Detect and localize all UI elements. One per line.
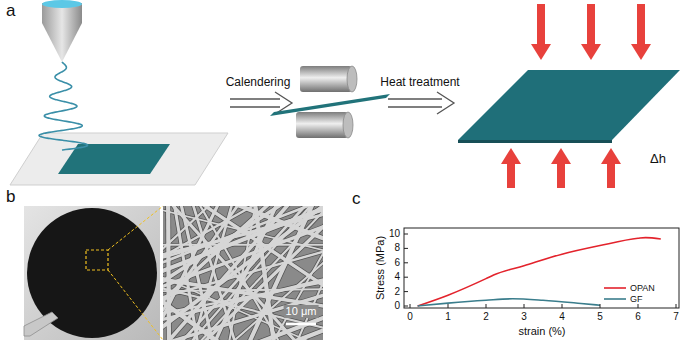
plot-frame bbox=[404, 228, 679, 308]
fiber bbox=[222, 206, 323, 340]
scale-bar bbox=[286, 323, 316, 326]
fiber-shadow bbox=[167, 206, 169, 340]
tick-label: 6 bbox=[394, 258, 400, 268]
tick-label: 5 bbox=[597, 312, 603, 322]
zoom-box bbox=[86, 250, 108, 270]
tick-label: 0 bbox=[394, 301, 400, 311]
lower-roller bbox=[296, 112, 348, 138]
pressure-arrows bbox=[501, 4, 651, 188]
tick-mark bbox=[404, 248, 408, 249]
fiber bbox=[167, 206, 169, 340]
tick-label: 6 bbox=[635, 312, 641, 322]
panel-letter: b bbox=[6, 188, 15, 205]
data-curve bbox=[418, 299, 600, 306]
tick-mark bbox=[600, 304, 601, 308]
jet-spiral bbox=[39, 62, 88, 150]
syringe-top bbox=[42, 0, 82, 8]
fiber bbox=[163, 206, 223, 340]
tick-label: 7 bbox=[673, 312, 679, 322]
tick-mark bbox=[404, 277, 408, 278]
legend-line bbox=[604, 298, 626, 300]
down-arrow bbox=[581, 4, 601, 60]
process-arrow bbox=[388, 92, 454, 114]
step-label: Heat treatment bbox=[380, 76, 459, 88]
tick-mark bbox=[676, 304, 677, 308]
tick-mark bbox=[448, 304, 449, 308]
up-arrow bbox=[551, 148, 571, 188]
tick-mark bbox=[404, 291, 408, 292]
tick-mark bbox=[404, 234, 408, 235]
scale-bar-label: 10 μm bbox=[284, 305, 319, 318]
panel-letter: a bbox=[6, 2, 15, 19]
tweezers bbox=[24, 312, 58, 336]
roller-end bbox=[347, 66, 357, 92]
spinneret-cone bbox=[42, 23, 82, 62]
tick-mark bbox=[410, 304, 411, 308]
tick-mark bbox=[404, 262, 408, 263]
axis-title: strain (%) bbox=[518, 326, 565, 337]
dimension-label: Δh bbox=[650, 152, 666, 165]
legend-text: GF bbox=[630, 295, 643, 304]
sem-fibers bbox=[163, 206, 323, 340]
tick-label: 4 bbox=[559, 312, 565, 322]
tick-label: 2 bbox=[483, 312, 489, 322]
tick-mark bbox=[562, 304, 563, 308]
axis-title: Stress (MPa) bbox=[375, 236, 386, 300]
down-arrow bbox=[631, 4, 651, 60]
tick-label: 8 bbox=[394, 243, 400, 253]
tick-mark bbox=[404, 306, 408, 307]
photo-background bbox=[24, 206, 160, 340]
collector-sheet bbox=[10, 133, 228, 185]
legend-line bbox=[604, 287, 626, 289]
fiber bbox=[164, 206, 323, 340]
step-label: Calendering bbox=[226, 76, 291, 88]
zoom-line bbox=[108, 206, 163, 250]
legend-text: OPAN bbox=[630, 284, 655, 293]
film-edge bbox=[458, 140, 612, 143]
upper-roller bbox=[300, 66, 352, 92]
tick-label: 1 bbox=[445, 312, 451, 322]
down-arrow bbox=[531, 4, 551, 60]
tick-label: 0 bbox=[407, 312, 413, 322]
panel-letter: c bbox=[352, 190, 361, 207]
up-arrow bbox=[501, 148, 521, 188]
up-arrow bbox=[601, 148, 621, 188]
treated-film bbox=[458, 70, 680, 140]
tick-mark bbox=[524, 304, 525, 308]
tick-label: 2 bbox=[394, 287, 400, 297]
tick-label: 10 bbox=[389, 229, 400, 239]
tick-mark bbox=[486, 304, 487, 308]
roller-end bbox=[343, 112, 353, 138]
tick-mark bbox=[638, 304, 639, 308]
tick-label: 4 bbox=[394, 272, 400, 282]
tick-label: 3 bbox=[521, 312, 527, 322]
fiber bbox=[163, 246, 323, 340]
zoom-line bbox=[108, 270, 163, 340]
data-curve bbox=[418, 238, 661, 306]
